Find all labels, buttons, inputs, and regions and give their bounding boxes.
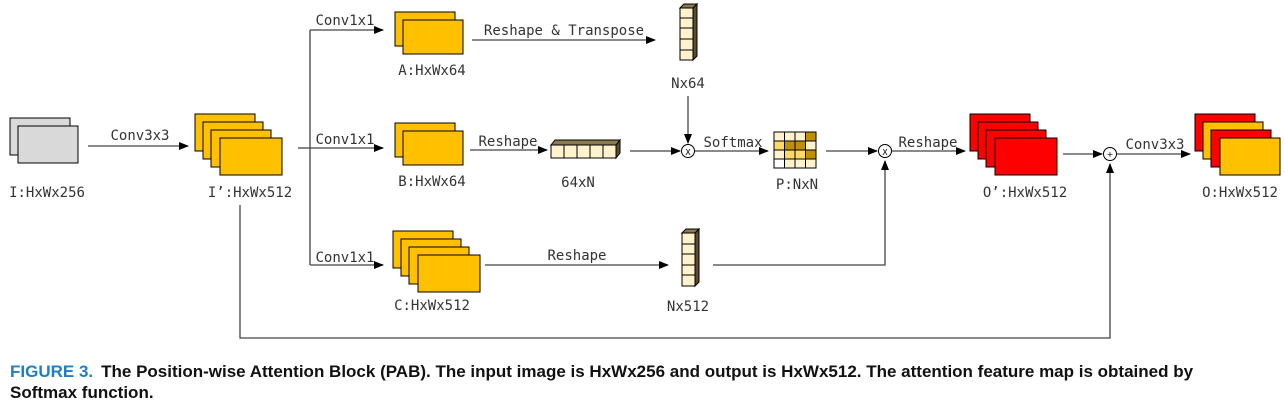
input-label: I:HxWx256 xyxy=(9,185,85,201)
output-label: O:HxWx512 xyxy=(1202,185,1278,201)
c-feature-stack xyxy=(392,230,481,293)
p-label: P:NxN xyxy=(776,177,818,193)
a-label: A:HxWx64 xyxy=(398,63,465,79)
c-label: C:HxWx512 xyxy=(394,298,470,314)
conv-a-label: Conv1x1 xyxy=(315,13,374,29)
nx512-to-multiply-arrow xyxy=(713,160,889,266)
multiply-icon: X xyxy=(685,148,691,157)
nx512-column xyxy=(680,227,701,288)
multiply-icon: X xyxy=(882,148,888,157)
conv1-label: Conv3x3 xyxy=(110,128,169,144)
figure-caption-line2: Softmax function. xyxy=(10,383,154,402)
64xn-row xyxy=(549,138,622,160)
nx512-label: Nx512 xyxy=(667,299,709,315)
oprime-label: O’:HxWx512 xyxy=(983,185,1067,201)
oprime-feature-stack xyxy=(969,113,1058,176)
iprime-label: I’:HxWx512 xyxy=(208,185,292,201)
conv-c-label: Conv1x1 xyxy=(315,250,374,266)
multiply-node-1: X xyxy=(681,144,695,158)
attention-map-grid xyxy=(773,131,817,169)
softmax-label: Softmax xyxy=(703,135,762,151)
input-feature-stack xyxy=(9,117,79,164)
plus-icon: + xyxy=(1107,150,1114,159)
output-feature-stack xyxy=(1194,113,1281,176)
iprime-feature-stack xyxy=(194,113,283,176)
add-node: + xyxy=(1103,147,1117,161)
nx64-column xyxy=(678,2,699,62)
caption-text: The Position-wise Attention Block (PAB).… xyxy=(101,362,1193,381)
b-label: B:HxWx64 xyxy=(398,174,465,190)
a-feature-stack xyxy=(394,11,464,55)
conv2-label: Conv3x3 xyxy=(1125,137,1184,153)
reshape-transpose-label: Reshape & Transpose xyxy=(484,23,644,39)
conv-b-label: Conv1x1 xyxy=(315,132,374,148)
skip-connection-arrow xyxy=(239,163,1114,339)
reshape-b-label: Reshape xyxy=(478,134,537,150)
figure-caption-line1: FIGURE 3. The Position-wise Attention Blo… xyxy=(10,362,1194,381)
64xn-label: 64xN xyxy=(561,175,595,191)
figure-number: FIGURE 3. xyxy=(10,362,93,381)
nx64-label: Nx64 xyxy=(671,76,705,92)
b-feature-stack xyxy=(394,122,464,166)
reshape-o-label: Reshape xyxy=(898,135,957,151)
reshape-c-label: Reshape xyxy=(547,248,606,264)
multiply-node-2: X xyxy=(878,144,892,158)
